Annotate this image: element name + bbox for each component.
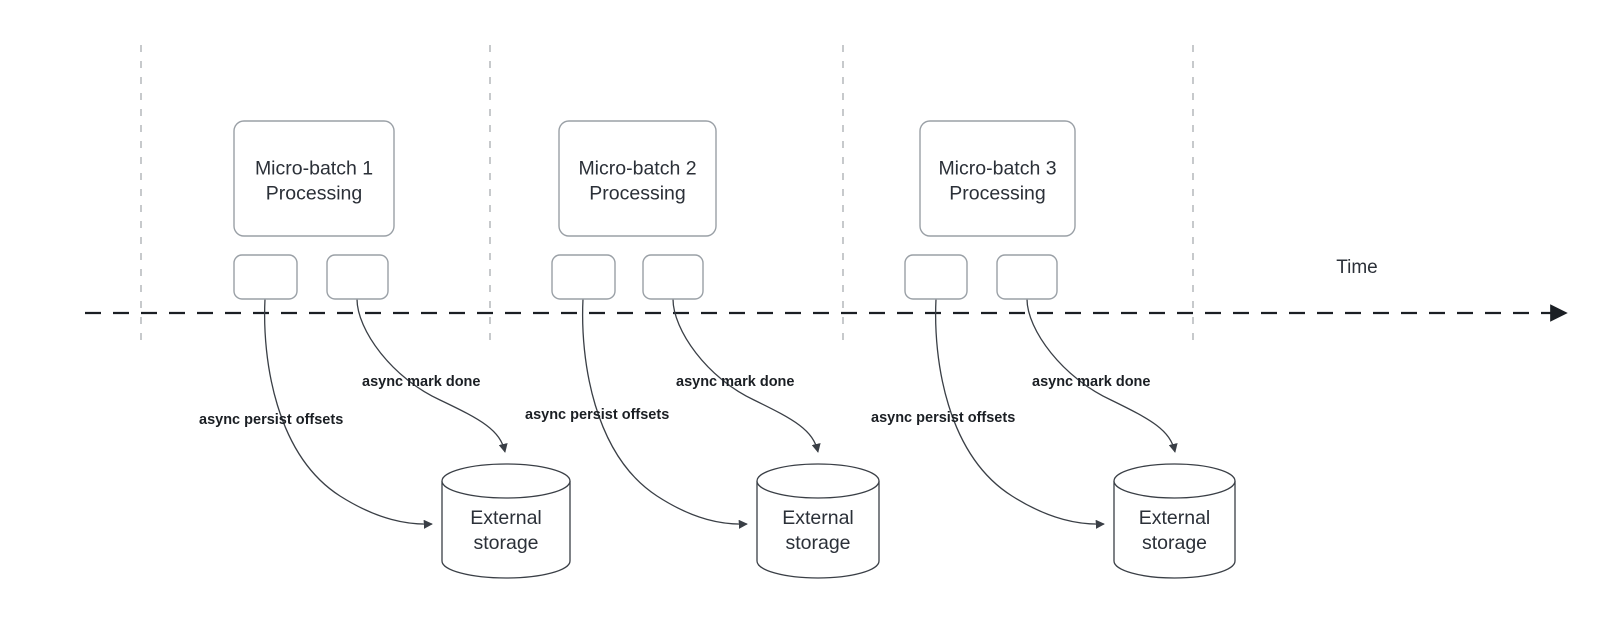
timeline-axis: Time <box>85 257 1568 322</box>
micro-batch-1-box[interactable]: Micro-batch 1 Processing <box>233 120 395 237</box>
micro-batch-2-box-line-1: Micro-batch 2 <box>578 158 696 180</box>
micro-batch-1-box-shape <box>233 120 395 237</box>
micro-batch-1-box-line-2: Processing <box>266 183 362 205</box>
batch-3-task-b[interactable] <box>996 254 1058 300</box>
external-storage-2[interactable]: External storage <box>756 463 880 579</box>
external-storage-3[interactable]: External storage <box>1113 463 1236 579</box>
micro-batch-3-box-shape <box>919 120 1076 237</box>
edge-async-persist-offsets-2-label: async persist offsets <box>525 407 669 423</box>
edge-async-mark-done-1 <box>356 298 508 453</box>
external-storage-2-line-2: storage <box>785 532 850 554</box>
batch-1-task-b[interactable] <box>326 254 389 300</box>
timeline-axis-label: Time <box>1336 257 1378 278</box>
external-storage-3-body <box>1113 481 1236 579</box>
external-storage-1[interactable]: External storage <box>441 463 571 579</box>
edge-async-persist-offsets-3-label: async persist offsets <box>871 410 1015 426</box>
external-storage-2-top <box>756 463 880 499</box>
batch-2-task-a[interactable] <box>551 254 616 300</box>
external-storage-1-body <box>441 481 571 579</box>
edge-async-persist-offsets-3 <box>934 298 1105 529</box>
edge-async-persist-offsets-2 <box>581 298 748 529</box>
micro-batch-2-box-line-2: Processing <box>589 183 685 205</box>
external-storage-2-body <box>756 481 880 579</box>
external-storage-1-line-1: External <box>470 507 542 529</box>
edge-async-mark-done-3 <box>1026 298 1178 453</box>
batch-3-task-a[interactable] <box>904 254 968 300</box>
edge-async-mark-done-3-label: async mark done <box>1032 374 1150 390</box>
edge-async-persist-offsets-1 <box>263 298 433 529</box>
external-storage-3-line-1: External <box>1139 507 1211 529</box>
external-storage-2-line-1: External <box>782 507 854 529</box>
vertical-dividers <box>140 45 1194 345</box>
micro-batch-3-box-line-2: Processing <box>949 183 1045 205</box>
edges-layer <box>263 298 1178 529</box>
edge-async-mark-done-1-label: async mark done <box>362 374 480 390</box>
external-storage-1-top <box>441 463 571 499</box>
micro-batch-1-box-line-1: Micro-batch 1 <box>255 158 373 180</box>
edge-async-persist-offsets-1-label: async persist offsets <box>199 412 343 428</box>
batch-2-task-b[interactable] <box>642 254 704 300</box>
external-storage-3-line-2: storage <box>1142 532 1207 554</box>
micro-batch-3-box[interactable]: Micro-batch 3 Processing <box>919 120 1076 237</box>
edge-async-mark-done-2-label: async mark done <box>676 374 794 390</box>
micro-batch-2-box[interactable]: Micro-batch 2 Processing <box>558 120 717 237</box>
edge-async-mark-done-2 <box>672 298 821 453</box>
micro-batch-2-box-shape <box>558 120 717 237</box>
edge-labels-layer: async persist offsets async mark done asyn… <box>199 374 1150 428</box>
micro-batch-3-box-line-1: Micro-batch 3 <box>938 158 1056 180</box>
external-storage-1-line-2: storage <box>473 532 538 554</box>
batch-1-task-a[interactable] <box>233 254 298 300</box>
external-storage-3-top <box>1113 463 1236 499</box>
